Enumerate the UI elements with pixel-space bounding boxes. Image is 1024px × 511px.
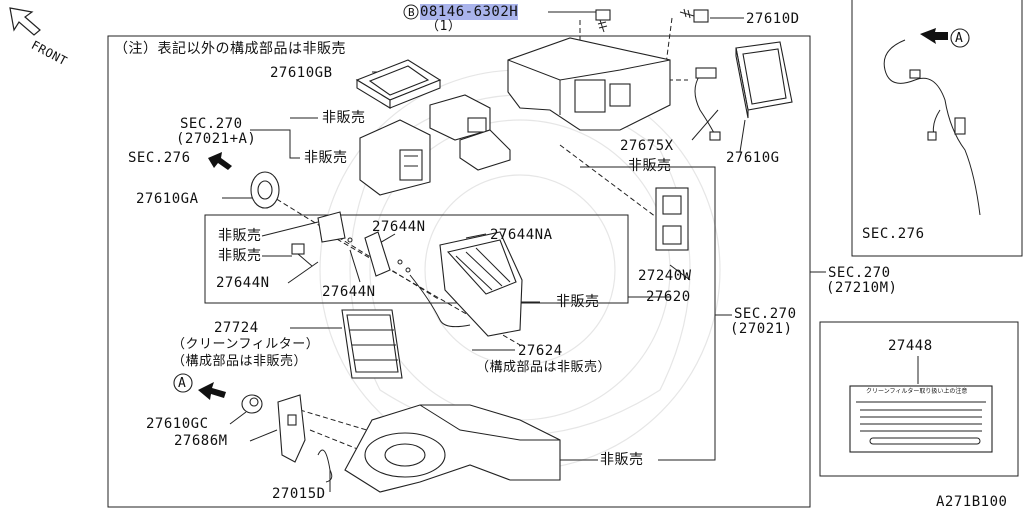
- part-27724[interactable]: 27724: [214, 320, 259, 336]
- note-text: （注）表記以外の構成部品は非販売: [114, 41, 346, 57]
- marker-a-left: A: [178, 376, 187, 391]
- part-27610d[interactable]: 27610D: [746, 11, 800, 27]
- knob-27610gc: [241, 394, 263, 414]
- part-27724-sub2: （構成部品は非販売）: [172, 354, 308, 369]
- screw-icon: [679, 8, 709, 23]
- hihanbai-label: 非販売: [218, 228, 262, 244]
- sec276-left[interactable]: SEC.276: [128, 150, 191, 166]
- evaporator-core: [409, 231, 523, 337]
- harness-inset: [883, 39, 981, 216]
- sec270-b-sub: (27210M): [826, 280, 898, 296]
- part-27675x[interactable]: 27675X: [620, 138, 674, 154]
- warning-sticker: [849, 385, 993, 453]
- part-27610gb[interactable]: 27610GB: [270, 65, 333, 81]
- bolt-part-number[interactable]: 08146-6302H: [420, 4, 519, 20]
- bolt-prefix: B: [408, 6, 416, 19]
- arrow-sec276-icon: [208, 152, 232, 170]
- sec270-c[interactable]: SEC.270: [734, 306, 797, 322]
- part-27610g[interactable]: 27610G: [726, 150, 780, 166]
- part-27624[interactable]: 27624: [518, 343, 563, 359]
- inset-sec276[interactable]: SEC.276: [862, 226, 925, 242]
- hihanbai-label: 非販売: [600, 452, 644, 468]
- inset-marker-a: A: [955, 31, 964, 46]
- marker-a-circle-left: [173, 373, 193, 393]
- part-27610gc[interactable]: 27610GC: [146, 416, 209, 432]
- lower-case: [344, 404, 561, 493]
- part-27610ga[interactable]: 27610GA: [136, 191, 199, 207]
- filter-frame-27610gb: [355, 59, 442, 109]
- part-27240w[interactable]: 27240W: [638, 268, 692, 284]
- duct-upper: [429, 94, 511, 171]
- part-27644na[interactable]: 27644NA: [490, 227, 553, 243]
- marker-b-circle: [403, 4, 419, 20]
- hihanbai-label: 非販売: [322, 110, 366, 126]
- marker-a-circle-top: [950, 28, 970, 48]
- part-27644n-top[interactable]: 27644N: [372, 219, 426, 235]
- hihanbai-label: 非販売: [218, 248, 262, 264]
- part-27686m[interactable]: 27686M: [174, 433, 228, 449]
- bolt-qty: （1）: [426, 19, 462, 34]
- sec270-a-sub: (27021+A): [176, 131, 257, 147]
- part-27724-sub1: （クリーンフィルター）: [172, 337, 320, 352]
- part-27624-sub: （構成部品は非販売）: [476, 360, 612, 375]
- part-27015d[interactable]: 27015D: [272, 486, 326, 502]
- clip-27015d: [317, 449, 333, 483]
- bracket-27686m: [277, 394, 306, 463]
- sec270-a[interactable]: SEC.270: [180, 116, 243, 132]
- filter-27610g: [735, 41, 793, 119]
- evaporator-box: [204, 214, 629, 304]
- part-27644n-mid[interactable]: 27644N: [322, 284, 376, 300]
- front-arrow-icon: [9, 7, 41, 36]
- upper-case: [507, 37, 671, 131]
- hihanbai-label: 非販売: [628, 158, 672, 174]
- valve-parts: [291, 211, 411, 277]
- hihanbai-label: 非販売: [304, 150, 348, 166]
- sec270-b[interactable]: SEC.270: [828, 265, 891, 281]
- leader-lines: [222, 11, 919, 492]
- ring-27610ga: [250, 171, 280, 209]
- duct-lower: [359, 119, 431, 196]
- arrow-a-icon: [198, 382, 226, 400]
- sec270-c-sub: (27021): [730, 321, 793, 337]
- inset-bottom-frame: [819, 321, 1019, 477]
- vent-27240w: [655, 187, 689, 251]
- figure-code: A271B100: [936, 494, 1008, 510]
- sensor-27675x: [694, 67, 721, 141]
- arrow-harness-icon: [920, 28, 948, 44]
- inset-top-frame: [851, 0, 1023, 257]
- hihanbai-label: 非販売: [556, 294, 600, 310]
- sticker-title: クリーンフィルター取り扱い上の注意: [866, 388, 968, 395]
- part-27644n-left[interactable]: 27644N: [216, 275, 270, 291]
- part-27620[interactable]: 27620: [646, 289, 691, 305]
- bolt-icon: [595, 9, 611, 33]
- part-27448[interactable]: 27448: [888, 338, 933, 354]
- clean-filter-27724: [341, 309, 403, 379]
